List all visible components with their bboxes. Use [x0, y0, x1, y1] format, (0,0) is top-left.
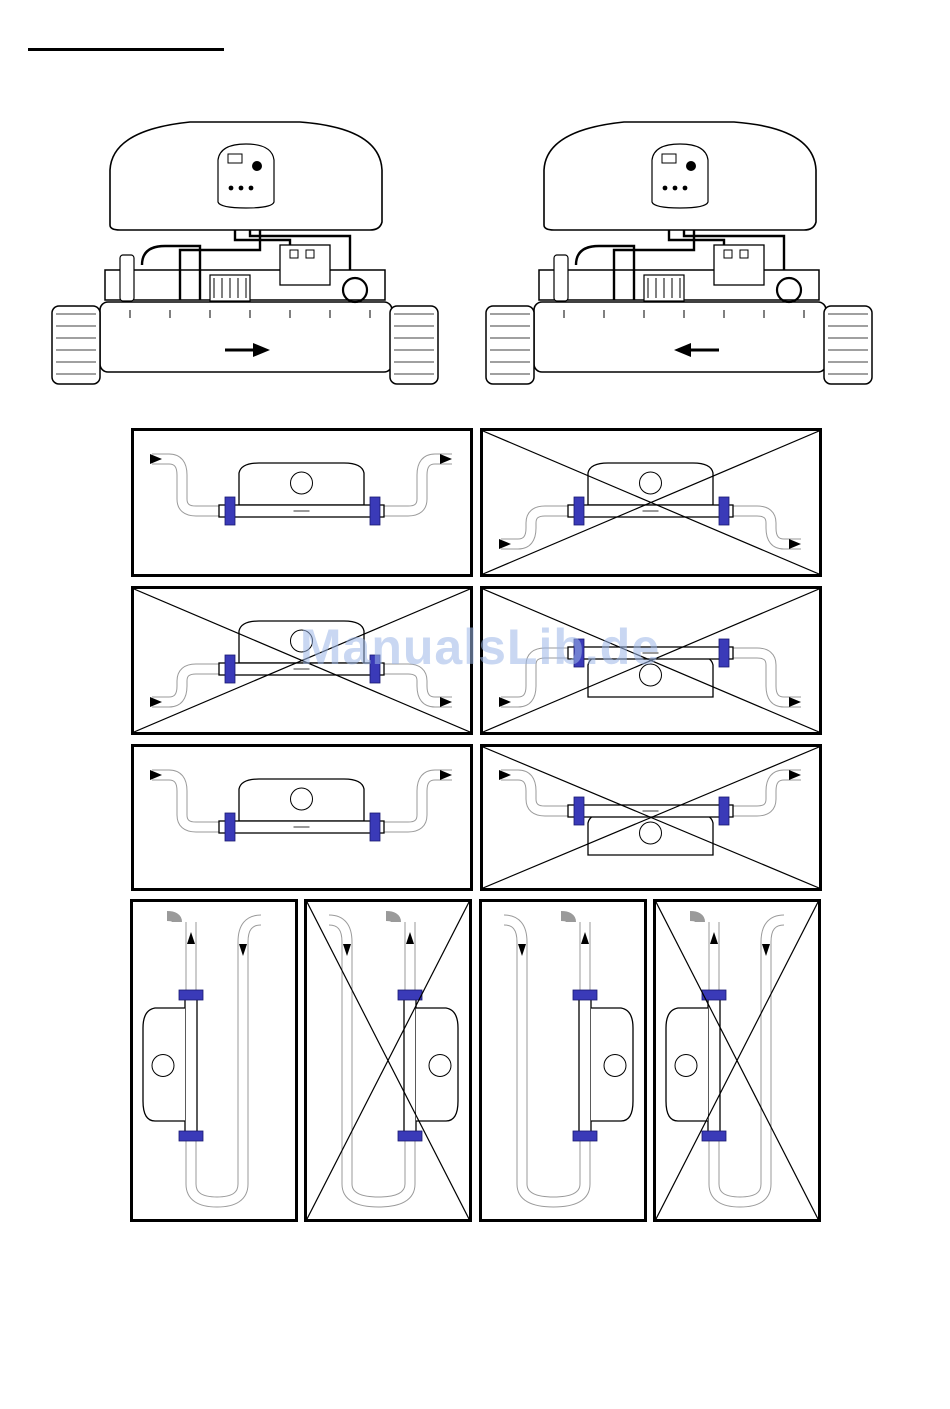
install-panel-h3: [131, 586, 473, 735]
union-right: [824, 306, 872, 384]
display-window: [662, 154, 676, 163]
union-bottom: [702, 1131, 726, 1141]
union-right: [370, 497, 380, 525]
union-right: [719, 497, 729, 525]
terminal-block: [280, 245, 330, 285]
heater-tube: [100, 302, 392, 372]
thermostat-probe: [554, 255, 568, 301]
pipe-loop-inner: [504, 920, 585, 1202]
pipe-inlet-inner: [152, 459, 219, 511]
union-right: [370, 813, 380, 841]
heater-tube: [579, 994, 591, 1137]
control-panel: [640, 472, 662, 494]
control-panel: [218, 144, 274, 208]
indicator-light: [673, 186, 678, 191]
pipe-loop: [714, 920, 784, 1202]
union-top: [179, 990, 203, 1000]
indicator-light: [249, 186, 254, 191]
pipe-top-bend: [690, 916, 700, 922]
terminal: [724, 250, 732, 258]
terminal-block: [714, 245, 764, 285]
union-right: [719, 797, 729, 825]
pipe-loop-inner: [191, 920, 261, 1202]
header-rule: [28, 48, 224, 51]
control-panel: [291, 472, 313, 494]
union-right: [719, 639, 729, 667]
control-panel: [152, 1055, 174, 1077]
thermostat-knob: [686, 161, 696, 171]
union-left: [225, 497, 235, 525]
pipe-loop: [329, 920, 410, 1202]
control-panel: [640, 664, 662, 686]
install-panel-h6: [480, 744, 822, 891]
control-panel: [640, 822, 662, 844]
union-left: [225, 813, 235, 841]
pipe-top-bend: [386, 916, 396, 922]
heater-tube: [404, 994, 416, 1137]
union-left: [52, 306, 100, 384]
union-top: [573, 990, 597, 1000]
thermostat-probe: [120, 255, 134, 301]
control-panel: [604, 1055, 626, 1077]
install-panel-v3: [479, 899, 647, 1222]
terminal: [306, 250, 314, 258]
union-bottom: [398, 1131, 422, 1141]
control-panel: [429, 1055, 451, 1077]
indicator-light: [229, 186, 234, 191]
heater-tube: [185, 994, 197, 1137]
union-left: [225, 655, 235, 683]
install-panel-h2: [480, 428, 822, 577]
union-left: [574, 639, 584, 667]
union-right: [390, 306, 438, 384]
pipe-top-bend: [167, 916, 177, 922]
indicator-light: [683, 186, 688, 191]
union-left: [486, 306, 534, 384]
pipe-top-bend: [561, 916, 571, 922]
union-left: [574, 497, 584, 525]
control-panel: [675, 1055, 697, 1077]
install-panel-h4: [480, 586, 822, 735]
heater-illustration-flow-right: [50, 110, 450, 390]
indicator-light: [239, 186, 244, 191]
install-panel-h1: [131, 428, 473, 577]
pipe-loop-inner: [714, 920, 784, 1202]
union-bottom: [573, 1131, 597, 1141]
heater-illustration-flow-left: [484, 110, 894, 390]
install-panel-v2: [304, 899, 472, 1222]
pipe-inlet-inner: [152, 775, 219, 827]
control-panel: [652, 144, 708, 208]
union-left: [574, 797, 584, 825]
display-window: [228, 154, 242, 163]
install-panel-h5: [131, 744, 473, 891]
install-panel-v4: [653, 899, 821, 1222]
control-panel: [291, 788, 313, 810]
terminal: [740, 250, 748, 258]
pipe-loop-inner: [329, 920, 410, 1202]
thermostat-knob: [252, 161, 262, 171]
union-right: [370, 655, 380, 683]
control-panel: [291, 630, 313, 652]
indicator-light: [663, 186, 668, 191]
pipe-loop: [191, 920, 261, 1202]
union-top: [398, 990, 422, 1000]
union-bottom: [179, 1131, 203, 1141]
pipe-loop: [504, 920, 585, 1202]
heater-tube: [534, 302, 826, 372]
terminal: [290, 250, 298, 258]
install-panel-v1: [130, 899, 298, 1222]
